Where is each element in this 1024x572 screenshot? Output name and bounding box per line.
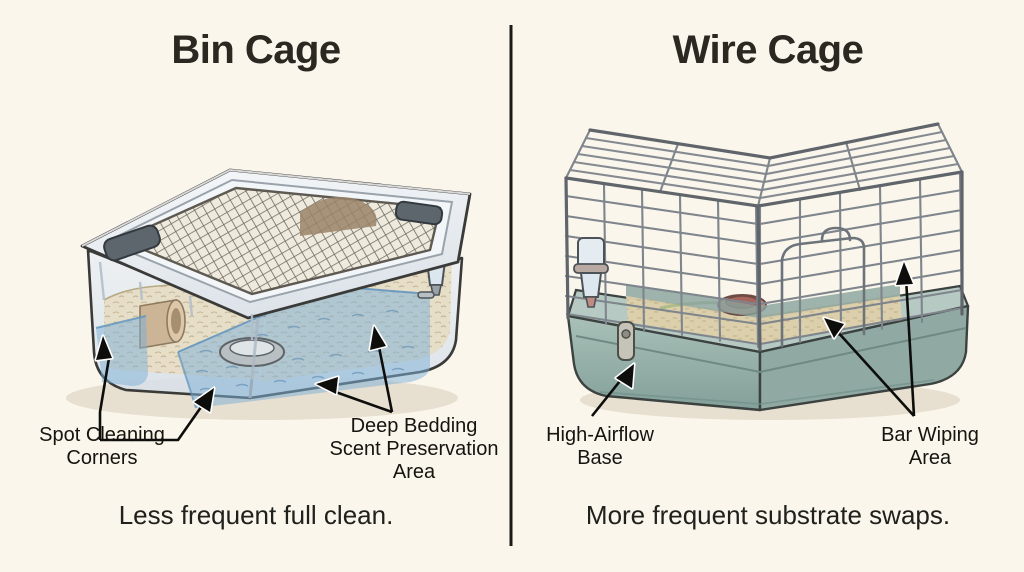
bin-cage-lid bbox=[80, 168, 472, 320]
panel-caption-wire-cage: More frequent substrate swaps. bbox=[585, 500, 951, 530]
water-bottle-icon bbox=[573, 237, 609, 308]
panel-title-bin-cage: Bin Cage bbox=[171, 28, 341, 72]
panel-title-wire-cage: Wire Cage bbox=[672, 28, 864, 72]
cage-wire-frame bbox=[564, 122, 964, 352]
callout-arrows bbox=[94, 260, 916, 442]
lid-clip-left bbox=[103, 224, 161, 262]
food-bowl-icon bbox=[219, 337, 285, 367]
bin-cage-illustration bbox=[66, 168, 472, 420]
wooden-tunnel-icon bbox=[139, 299, 186, 349]
spot-clean-corner-highlight bbox=[95, 315, 148, 386]
door-latch-icon bbox=[617, 321, 635, 361]
panel-caption-bin-cage: Less frequent full clean. bbox=[118, 500, 394, 530]
lid-clip-right bbox=[394, 200, 444, 226]
